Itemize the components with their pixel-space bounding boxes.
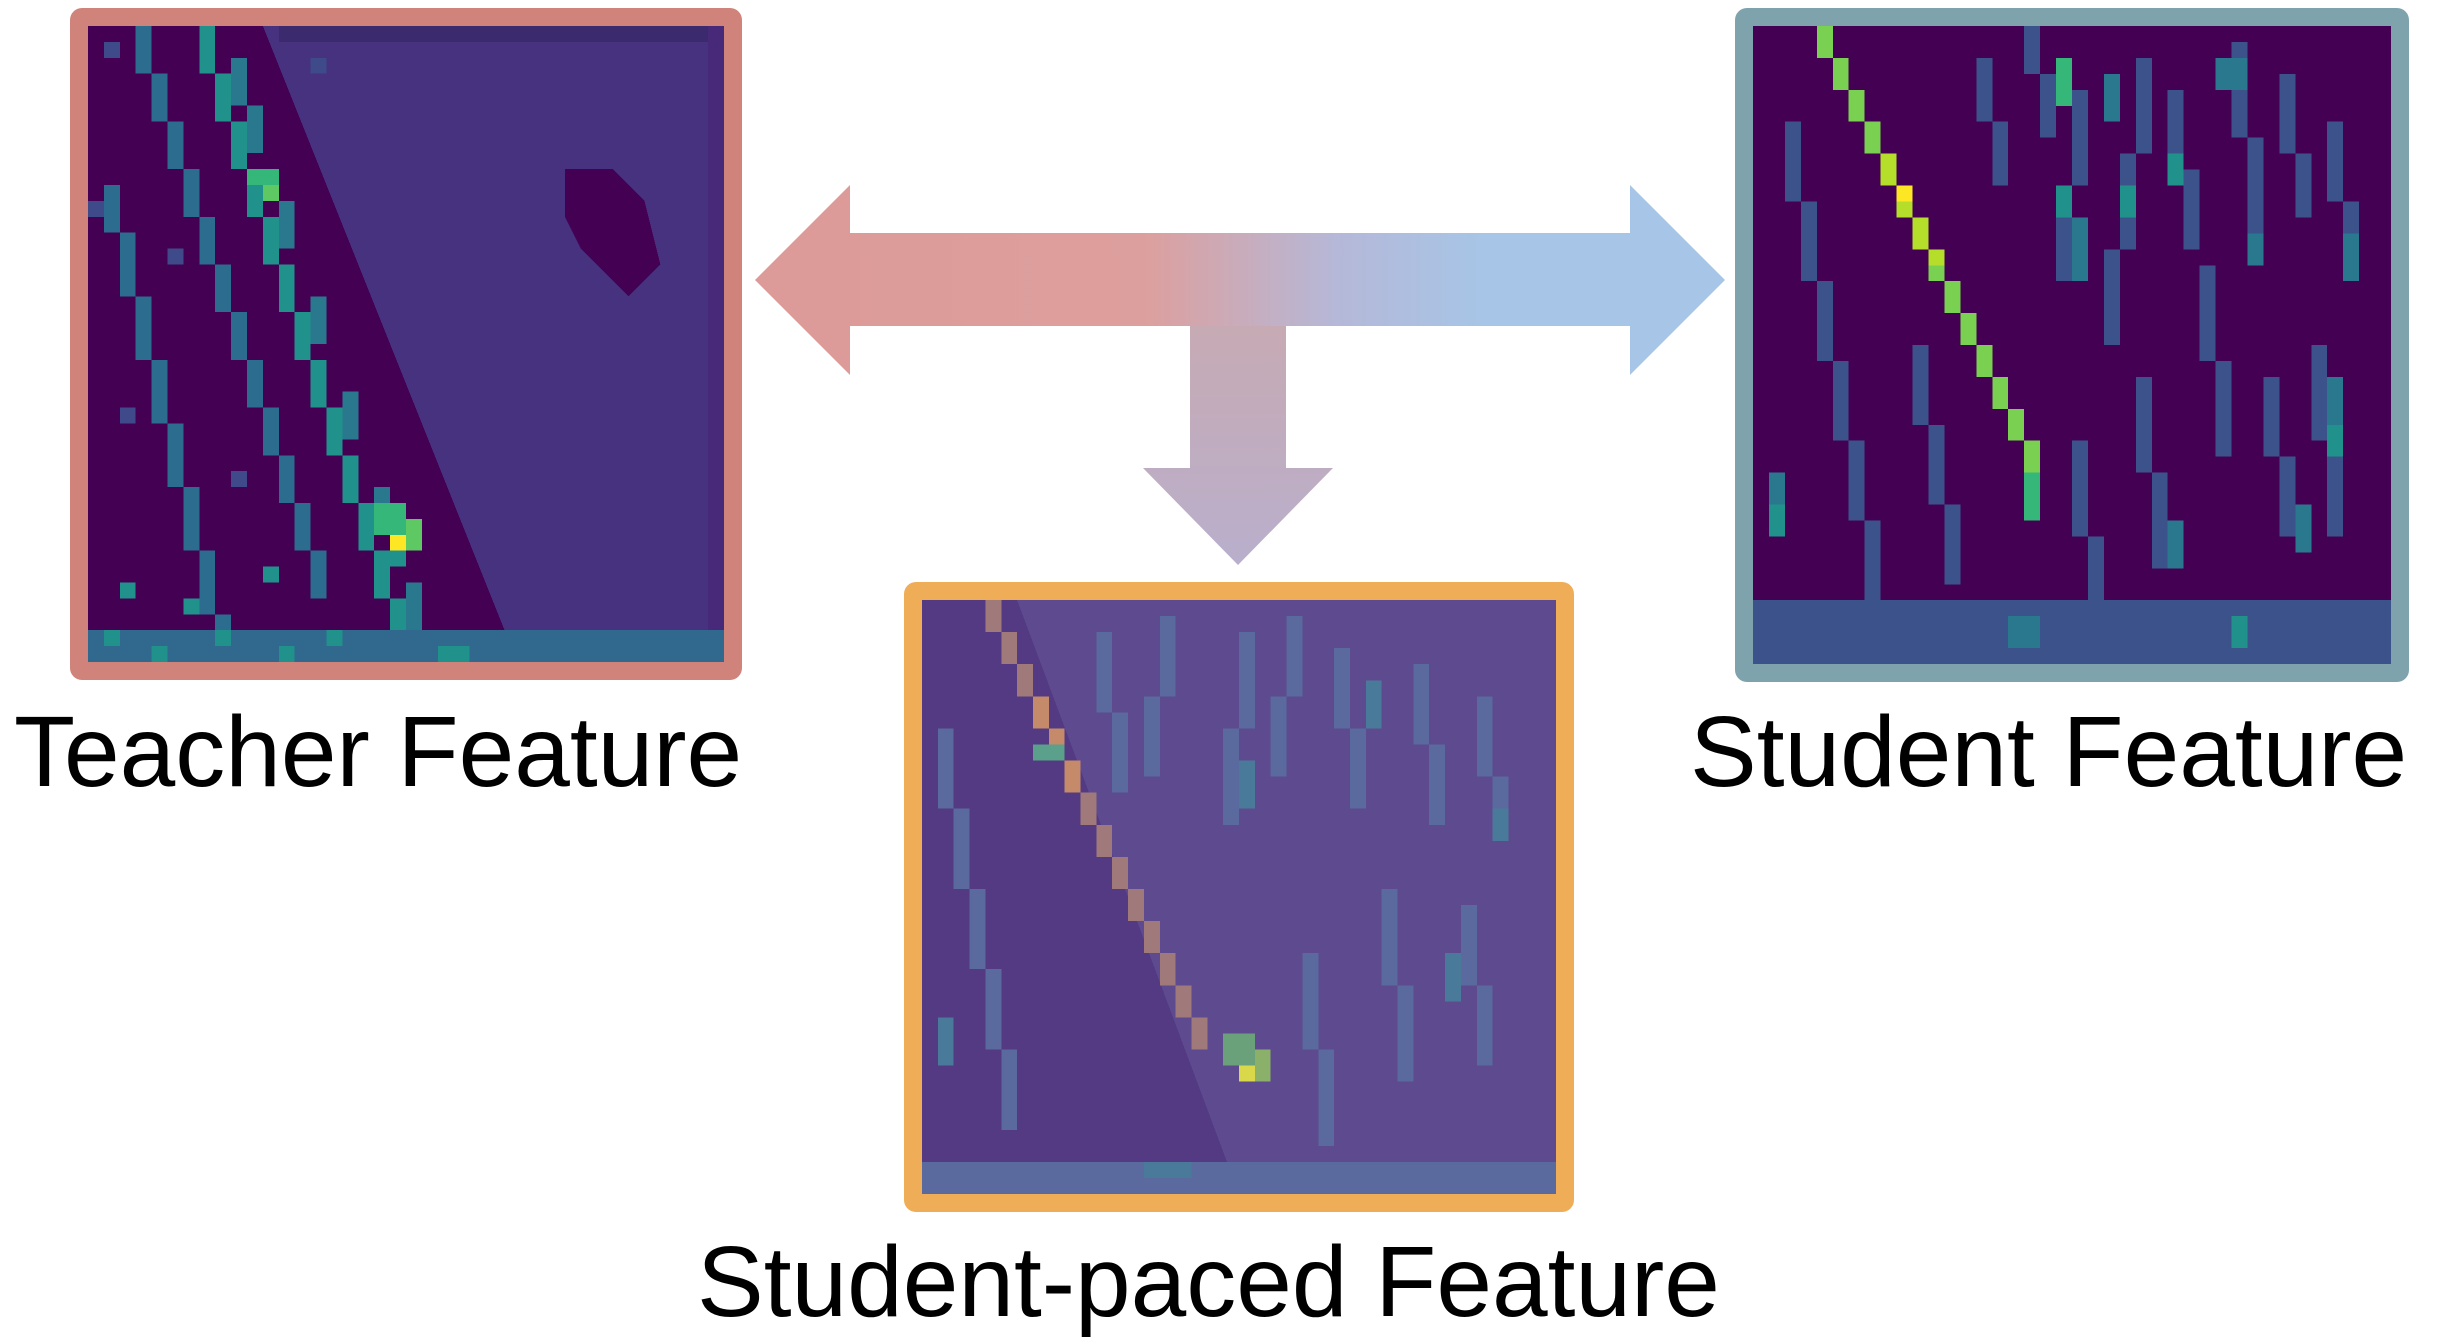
teacher-feature-caption: Teacher Feature [14,696,743,808]
teacher-feature-map [70,8,742,680]
student-paced-feature-caption: Student-paced Feature [697,1226,1720,1338]
down-arrow [1143,326,1333,565]
student-feature-caption: Student Feature [1690,696,2408,808]
student-paced-feature-map [904,582,1574,1212]
student-feature-map [1735,8,2409,682]
horizontal-double-arrow [755,185,1725,375]
